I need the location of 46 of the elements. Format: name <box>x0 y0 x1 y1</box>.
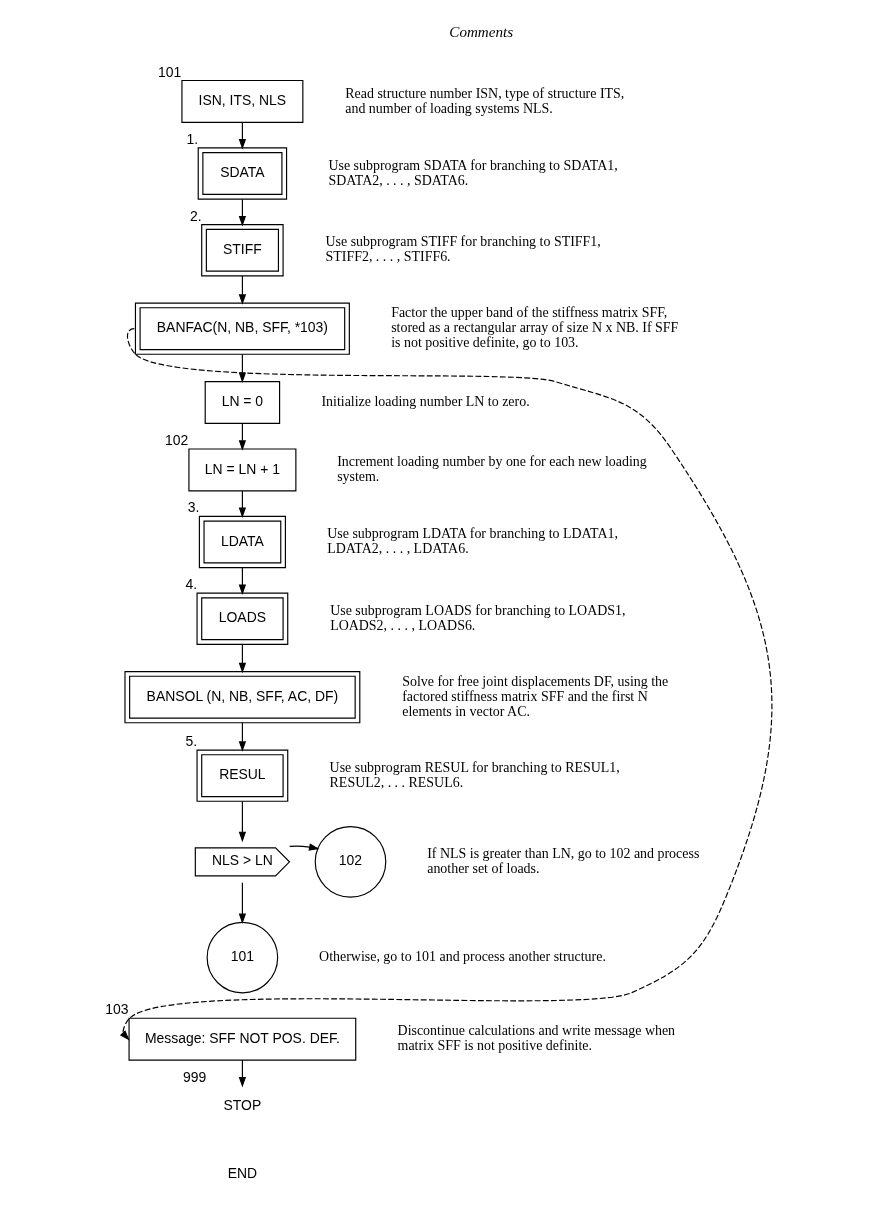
arrow <box>238 882 246 925</box>
node-label: 5. <box>184 733 197 750</box>
node-box: STIFF <box>200 224 284 277</box>
node-label: 103 <box>104 1001 128 1018</box>
node-label: Use subprogram STIFF for branching to STIFF1, STIFF2, . . . , STIFF6. <box>325 234 601 265</box>
node-circle: 101 <box>206 921 278 994</box>
arrow <box>238 353 246 383</box>
node-box: LOADS <box>196 592 288 645</box>
node-label: Otherwise, go to 101 and process another structure. <box>318 949 606 965</box>
node-label: 999 <box>182 1068 206 1085</box>
node-label: Solve for free joint displacements DF, using the factored stiffness matrix SFF and the first N elements in vector AC. <box>401 673 668 719</box>
node-label: Initialize loading number LN to zero. <box>320 394 530 410</box>
node-label: Use subprogram LDATA for branching to LDATA1, LDATA2, . . . , LDATA6. <box>326 526 618 557</box>
node-box: RESUL <box>196 749 288 802</box>
node-label: Increment loading number by one for each new loading system. <box>336 453 647 485</box>
label: Comments <box>448 23 513 40</box>
node-label: 4. <box>184 576 197 593</box>
node-box: ISN, ITS, NLS <box>180 79 303 123</box>
node-box: LN = LN + 1 <box>187 448 296 492</box>
arrow <box>238 275 246 305</box>
node-label: Use subprogram RESUL for branching to RESUL1, RESUL2, . . . RESUL6. <box>329 759 620 790</box>
node-text: STOP <box>223 1097 261 1114</box>
node-box: LN = 0 <box>204 381 280 424</box>
node-box: LDATA <box>198 515 286 569</box>
node-box: BANFAC(N, NB, SFF, *103) <box>134 302 350 355</box>
node-label: 3. <box>187 499 199 516</box>
node-label: 102 <box>164 432 188 449</box>
node-label: Discontinue calculations and write message when matrix SFF is not positive definite. <box>397 1023 675 1054</box>
node-box: SDATA <box>197 147 287 200</box>
arrow <box>238 800 246 843</box>
node-label: Read structure number ISN, type of structure ITS, and number of loading systems NLS. <box>344 85 624 116</box>
node-circle: 102 <box>314 826 386 898</box>
node-label: 1. <box>186 130 198 147</box>
node-box: BANSOL (N, NB, SFF, AC, DF) <box>123 671 360 724</box>
arrow <box>288 843 319 851</box>
node-box: Message: SFF NOT POS. DEF. <box>128 1017 356 1061</box>
node-label: Factor the upper band of the stiffness matrix SFF, stored as a rectangular array of size N x NB. If SFF is not positive definite, go to 103. <box>390 305 678 351</box>
node-label: If NLS is greater than LN, go to 102 and process another set of loads. <box>426 845 699 877</box>
node-label: Use subprogram LOADS for branching to LOADS1, LOADS2, . . . , LOADS6. <box>329 602 626 633</box>
arrow <box>119 328 772 1041</box>
node-label: 101 <box>157 63 181 80</box>
arrow <box>238 722 246 752</box>
label: END <box>227 1164 257 1181</box>
arrow <box>238 643 246 674</box>
node-label: Use subprogram SDATA for branching to SDATA1, SDATA2, . . . , SDATA6. <box>327 157 618 188</box>
node-label: 2. <box>189 207 202 224</box>
